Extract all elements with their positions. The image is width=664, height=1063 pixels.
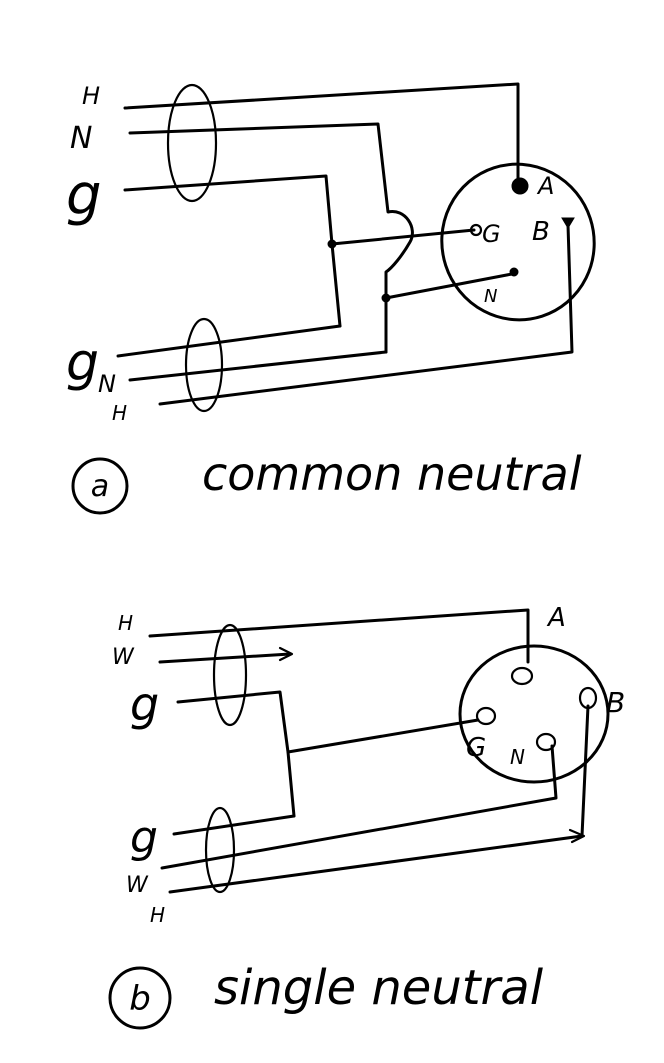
top-g-wire (176, 690, 296, 818)
bottom-wire-label-w: W (126, 873, 149, 898)
bottom-wire-label-h: H (112, 401, 127, 425)
connector-outline (440, 162, 596, 322)
bottom-wire-label-g: g (66, 333, 99, 393)
caption-marker: a (91, 469, 109, 504)
bottom-h-wire (158, 223, 574, 406)
top-n-wire (128, 122, 414, 354)
bottom-wire-label-n: N (98, 370, 116, 398)
ground-junction-dot (327, 239, 337, 249)
top-cable-bundle (212, 623, 248, 727)
diagram-caption: single neutral (214, 960, 544, 1016)
connector-label-n: N (510, 745, 525, 769)
connector-outline (458, 644, 610, 784)
top-wire-label-w: W (112, 645, 135, 670)
connector-label-b: B (532, 217, 550, 247)
connector-label-a: A (536, 172, 554, 200)
terminal-a-pin (511, 177, 529, 195)
top-cable-bundle (166, 83, 218, 203)
top-wire-label-g: g (66, 163, 102, 228)
caption-marker-circle (108, 966, 172, 1030)
top-wire-label-n: N (70, 121, 92, 156)
top-wire-label-g: g (130, 677, 159, 731)
top-h-wire (148, 608, 530, 664)
terminal-b-pin (561, 217, 575, 229)
top-g-wire (123, 174, 342, 328)
top-w-wire-arrow (278, 646, 294, 662)
caption-marker: b (129, 979, 151, 1019)
bottom-cable-bundle (204, 806, 236, 894)
bottom-h-wire-arrow (568, 828, 586, 844)
terminal-n-pin (509, 267, 519, 277)
connector-label-g: G (466, 733, 486, 763)
connector-label-g: G (482, 220, 501, 248)
bottom-w-wire (160, 744, 558, 870)
bottom-wire-label-h: H (150, 903, 165, 927)
bottom-g-wire (116, 324, 342, 358)
top-h-wire (123, 82, 520, 180)
ground-bus-wire (330, 228, 476, 246)
connector-label-a: A (546, 603, 566, 633)
neutral-junction-dot (381, 293, 391, 303)
bottom-g-wire (172, 814, 296, 836)
terminal-n-pin (535, 732, 557, 752)
caption-marker-circle (71, 457, 129, 515)
diagram-a: H N g g N H A G B N a common neutral (66, 82, 596, 515)
diagram-b: H W g g W H A G N B b single neutral (108, 603, 625, 1030)
terminal-a-pin (510, 666, 534, 686)
ground-bus-wire (286, 718, 480, 754)
top-wire-label-h: H (118, 611, 133, 635)
top-w-wire (158, 652, 292, 664)
bottom-wire-label-g: g (130, 812, 158, 863)
terminal-g-pin (475, 706, 497, 726)
terminal-b-pin (578, 686, 598, 710)
diagram-caption: common neutral (202, 447, 582, 501)
connector-label-b: B (606, 686, 625, 719)
bottom-n-wire (128, 350, 388, 382)
connector-label-n: N (484, 286, 497, 307)
bottom-cable-bundle (184, 317, 224, 413)
neutral-bus-wire (384, 272, 514, 300)
terminal-g-pin (469, 223, 483, 237)
top-wire-label-h: H (82, 82, 100, 110)
